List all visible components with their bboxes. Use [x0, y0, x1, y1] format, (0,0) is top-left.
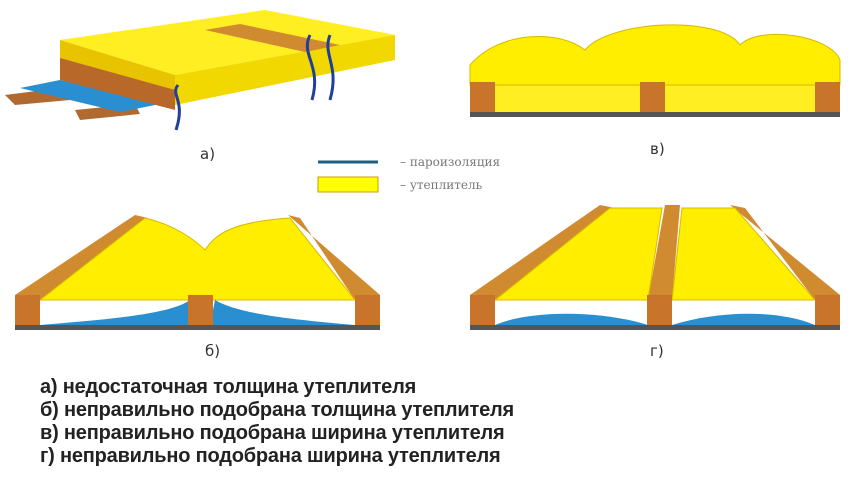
caption-b: б) неправильно подобрана толщина утеплит…	[40, 399, 514, 421]
insulation-side	[175, 35, 395, 105]
joist	[647, 295, 672, 325]
caption-a: а) недостаточная толщина утеплителя	[40, 376, 417, 398]
legend-insulation-text: – утеплитель	[400, 178, 483, 192]
vapor-barrier	[20, 80, 160, 112]
panel-v-drawing	[469, 24, 841, 117]
panel-v-label: в)	[650, 140, 665, 158]
joist	[15, 295, 40, 325]
panel-a-label: а)	[200, 145, 216, 163]
caption-v: в) неправильно подобрана ширина утеплите…	[40, 422, 505, 444]
panel-a-drawing	[5, 10, 395, 131]
joist	[188, 295, 213, 325]
caption-g: г) неправильно подобрана ширина утеплите…	[40, 445, 501, 467]
panel-g-drawing	[470, 205, 840, 330]
panel-b-label: б)	[205, 342, 221, 360]
joist	[355, 295, 380, 325]
insulation-top	[60, 10, 395, 75]
joist	[470, 295, 495, 325]
panel-g-label: г)	[650, 342, 664, 360]
arrow-icon	[174, 84, 181, 131]
joist	[815, 295, 840, 325]
arrow-icon	[305, 34, 317, 101]
panel-b-drawing	[15, 215, 380, 330]
arrow-icon	[326, 34, 335, 101]
joist	[470, 82, 495, 112]
legend-insulation-swatch	[317, 176, 379, 193]
joist	[815, 82, 840, 112]
joist	[640, 82, 665, 112]
legend-vapor-text: – пароизоляция	[400, 155, 501, 169]
joist	[60, 55, 175, 110]
